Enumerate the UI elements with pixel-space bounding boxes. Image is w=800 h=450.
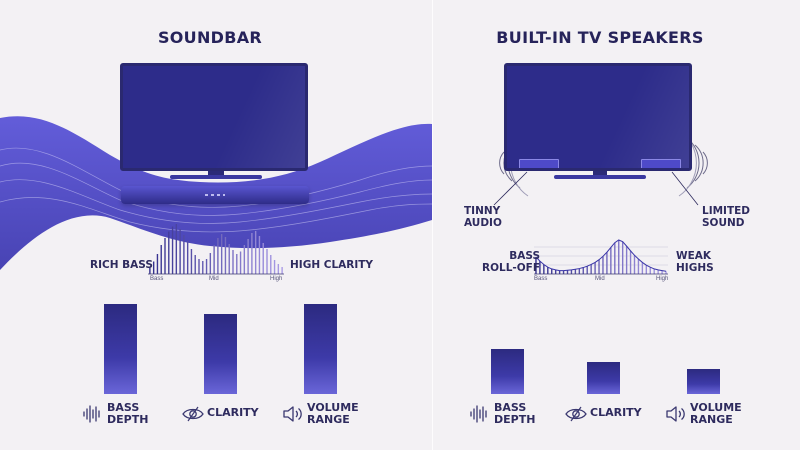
metric-label-line2: RANGE (690, 413, 733, 426)
spectrum-tick-mid: Mid (209, 276, 219, 282)
metric-label-line1: CLARITY (207, 406, 259, 419)
tv-speakers-metric-bar-2 (687, 369, 720, 394)
soundbar-metric-label-1: CLARITY (207, 407, 259, 419)
weak-highs-line1: WEAK (676, 250, 712, 262)
soundbar-metric-bar-0 (104, 304, 137, 394)
metric-label-line1: BASS (494, 401, 527, 414)
soundbar-metric-bar-1 (204, 314, 237, 394)
high-clarity-label: HIGH CLARITY (290, 259, 374, 271)
panel-divider (432, 0, 433, 450)
tv-speakers-title: BUILT-IN TV SPEAKERS (496, 28, 704, 47)
bass-roll-off-line2: ROLL-OFF (482, 262, 541, 274)
tv-screen-soundbar (120, 63, 308, 171)
spectrum-curve (535, 239, 667, 272)
metric-label-line1: VOLUME (307, 401, 359, 414)
soundbar-panel: SOUNDBAR Bass Mid High RICH BASS HIGH CL… (0, 28, 433, 426)
metric-label-line2: RANGE (307, 413, 350, 426)
weak-highs-label: WEAK HIGHS (676, 250, 714, 274)
tv-stand-builtin (593, 170, 607, 176)
tinny-audio-line2: AUDIO (464, 217, 502, 229)
tv-screen-builtin (504, 63, 692, 171)
tv-stand-soundbar (208, 170, 224, 176)
metric-label-line1: CLARITY (590, 406, 642, 419)
soundbar-title: SOUNDBAR (157, 28, 263, 47)
spectrum-tick-high: High (270, 276, 283, 282)
spectrum-tick-bass: Bass (150, 276, 164, 282)
tv-speakers-metric-label-1: CLARITY (590, 407, 642, 419)
callout-lines (493, 171, 699, 206)
tv-base-builtin (554, 175, 646, 179)
tv-base-soundbar (170, 175, 262, 179)
limited-sound-label: LIMITED SOUND (702, 205, 750, 229)
soundbar-frequency-spectrum (148, 224, 284, 275)
tv-speakers-metric-bar-1 (587, 362, 620, 394)
spectrum-tick-high: High (656, 276, 669, 282)
tinny-audio-line1: TINNY (464, 205, 501, 217)
tinny-audio-label: TINNY AUDIO (464, 205, 502, 229)
metric-label-line1: VOLUME (690, 401, 742, 414)
weak-highs-line2: HIGHS (676, 262, 714, 274)
bass-roll-off-line1: BASS (509, 250, 541, 262)
spectrum-tick-mid: Mid (595, 276, 605, 282)
soundbar-indicator-lights (205, 194, 225, 196)
built-in-speaker-right (641, 159, 681, 168)
spectrum-tick-bass: Bass (534, 276, 548, 282)
metric-label-line2: DEPTH (107, 413, 149, 426)
tv-speakers-frequency-spectrum (534, 239, 668, 275)
limited-sound-line2: SOUND (702, 217, 745, 229)
metric-label-line1: BASS (107, 401, 140, 414)
built-in-speaker-left (519, 159, 559, 168)
rich-bass-label: RICH BASS (90, 259, 153, 271)
limited-sound-line1: LIMITED (702, 205, 751, 217)
metric-label-line2: DEPTH (494, 413, 536, 426)
soundbar-device (121, 186, 309, 204)
bass-roll-off-label: BASS ROLL-OFF (482, 250, 540, 274)
soundbar-metric-bar-2 (304, 304, 337, 394)
tv-speakers-panel: BUILT-IN TV SPEAKERS TINNY AUDIO LIMITED… (432, 0, 800, 450)
tv-speakers-metric-bar-0 (491, 349, 524, 394)
